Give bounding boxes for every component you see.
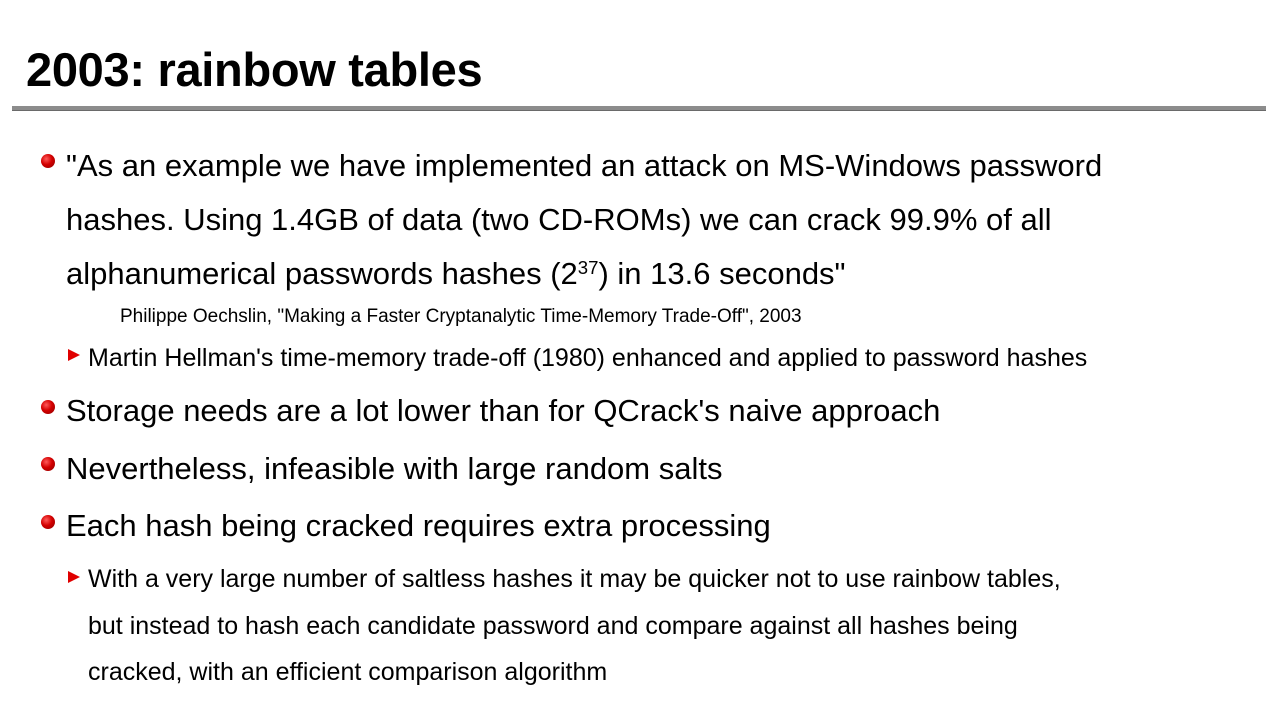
quote-line-2: hashes. Using 1.4GB of data (two CD-ROMs… bbox=[66, 202, 1052, 237]
exponent: 37 bbox=[577, 256, 599, 278]
bullet-processing: Each hash being cracked requires extra p… bbox=[66, 508, 771, 543]
bullet-icon bbox=[41, 515, 55, 529]
quote-citation: Philippe Oechslin, "Making a Faster Cryp… bbox=[120, 306, 802, 327]
sub-bullet-saltless-line-2: but instead to hash each candidate passw… bbox=[88, 612, 1018, 640]
quote-line-3: alphanumerical passwords hashes (237) in… bbox=[66, 247, 846, 305]
arrow-bullet-icon bbox=[68, 349, 80, 361]
bullet-storage: Storage needs are a lot lower than for Q… bbox=[66, 393, 941, 428]
quote-line-3-start: alphanumerical passwords hashes (2 bbox=[66, 256, 578, 291]
title-divider bbox=[12, 106, 1266, 111]
arrow-bullet-icon bbox=[68, 571, 80, 583]
sub-bullet-saltless-line-3: cracked, with an efficient comparison al… bbox=[88, 658, 608, 686]
quote-line-3-end: ) in 13.6 seconds" bbox=[598, 256, 846, 291]
sub-bullet-hellman: Martin Hellman's time-memory trade-off (… bbox=[88, 344, 1088, 372]
bullet-icon bbox=[41, 457, 55, 471]
bullet-icon bbox=[41, 154, 55, 168]
bullet-icon bbox=[41, 400, 55, 414]
sub-bullet-saltless-line-1: With a very large number of saltless has… bbox=[88, 565, 1061, 593]
bullet-salts: Nevertheless, infeasible with large rand… bbox=[66, 451, 723, 486]
slide-title: 2003: rainbow tables bbox=[26, 43, 483, 96]
quote-line-1: "As an example we have implemented an at… bbox=[66, 148, 1103, 183]
